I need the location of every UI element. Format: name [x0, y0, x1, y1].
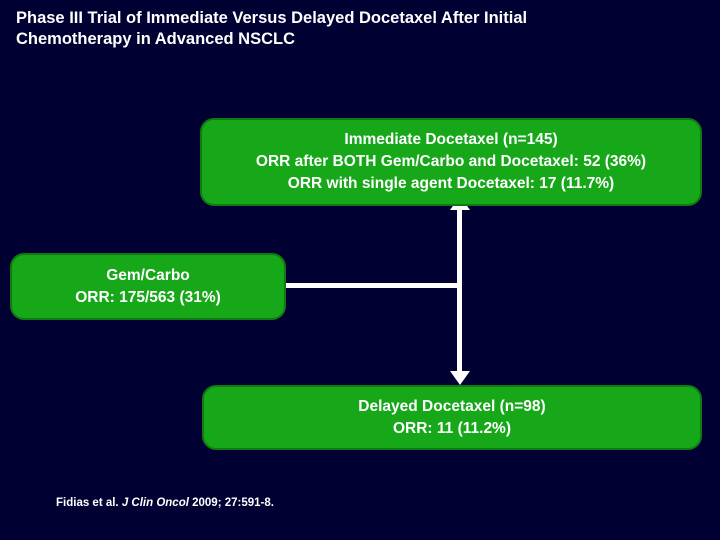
citation: Fidias et al. J Clin Oncol 2009; 27:591-… — [56, 497, 274, 509]
arrowhead-down-icon — [450, 371, 470, 385]
box-gem-carbo: Gem/Carbo ORR: 175/563 (31%) — [10, 253, 286, 320]
box-delayed-docetaxel: Delayed Docetaxel (n=98) ORR: 11 (11.2%) — [202, 385, 702, 450]
box-gem-carbo-line-1: Gem/Carbo — [106, 266, 190, 284]
box-immediate-docetaxel: Immediate Docetaxel (n=145) ORR after BO… — [200, 118, 702, 206]
box-delayed-line-2: ORR: 11 (11.2%) — [392, 419, 512, 437]
citation-details: 2009; 27:591-8. — [188, 497, 274, 509]
connector-horizontal — [284, 283, 460, 288]
box-immediate-line-3: ORR with single agent Docetaxel: 17 (11.… — [287, 175, 615, 192]
page-title: Phase III Trial of Immediate Versus Dela… — [16, 9, 528, 48]
box-gem-carbo-line-2: ORR: 175/563 (31%) — [75, 288, 221, 306]
box-immediate-line-2: ORR after BOTH Gem/Carbo and Docetaxel: … — [255, 153, 647, 170]
box-delayed-line-1: Delayed Docetaxel (n=98) — [358, 397, 546, 415]
box-immediate-line-1: Immediate Docetaxel (n=145) — [344, 131, 558, 148]
citation-authors: Fidias et al. — [56, 497, 122, 509]
connector-vertical — [457, 208, 462, 376]
citation-journal: J Clin Oncol — [121, 497, 189, 509]
